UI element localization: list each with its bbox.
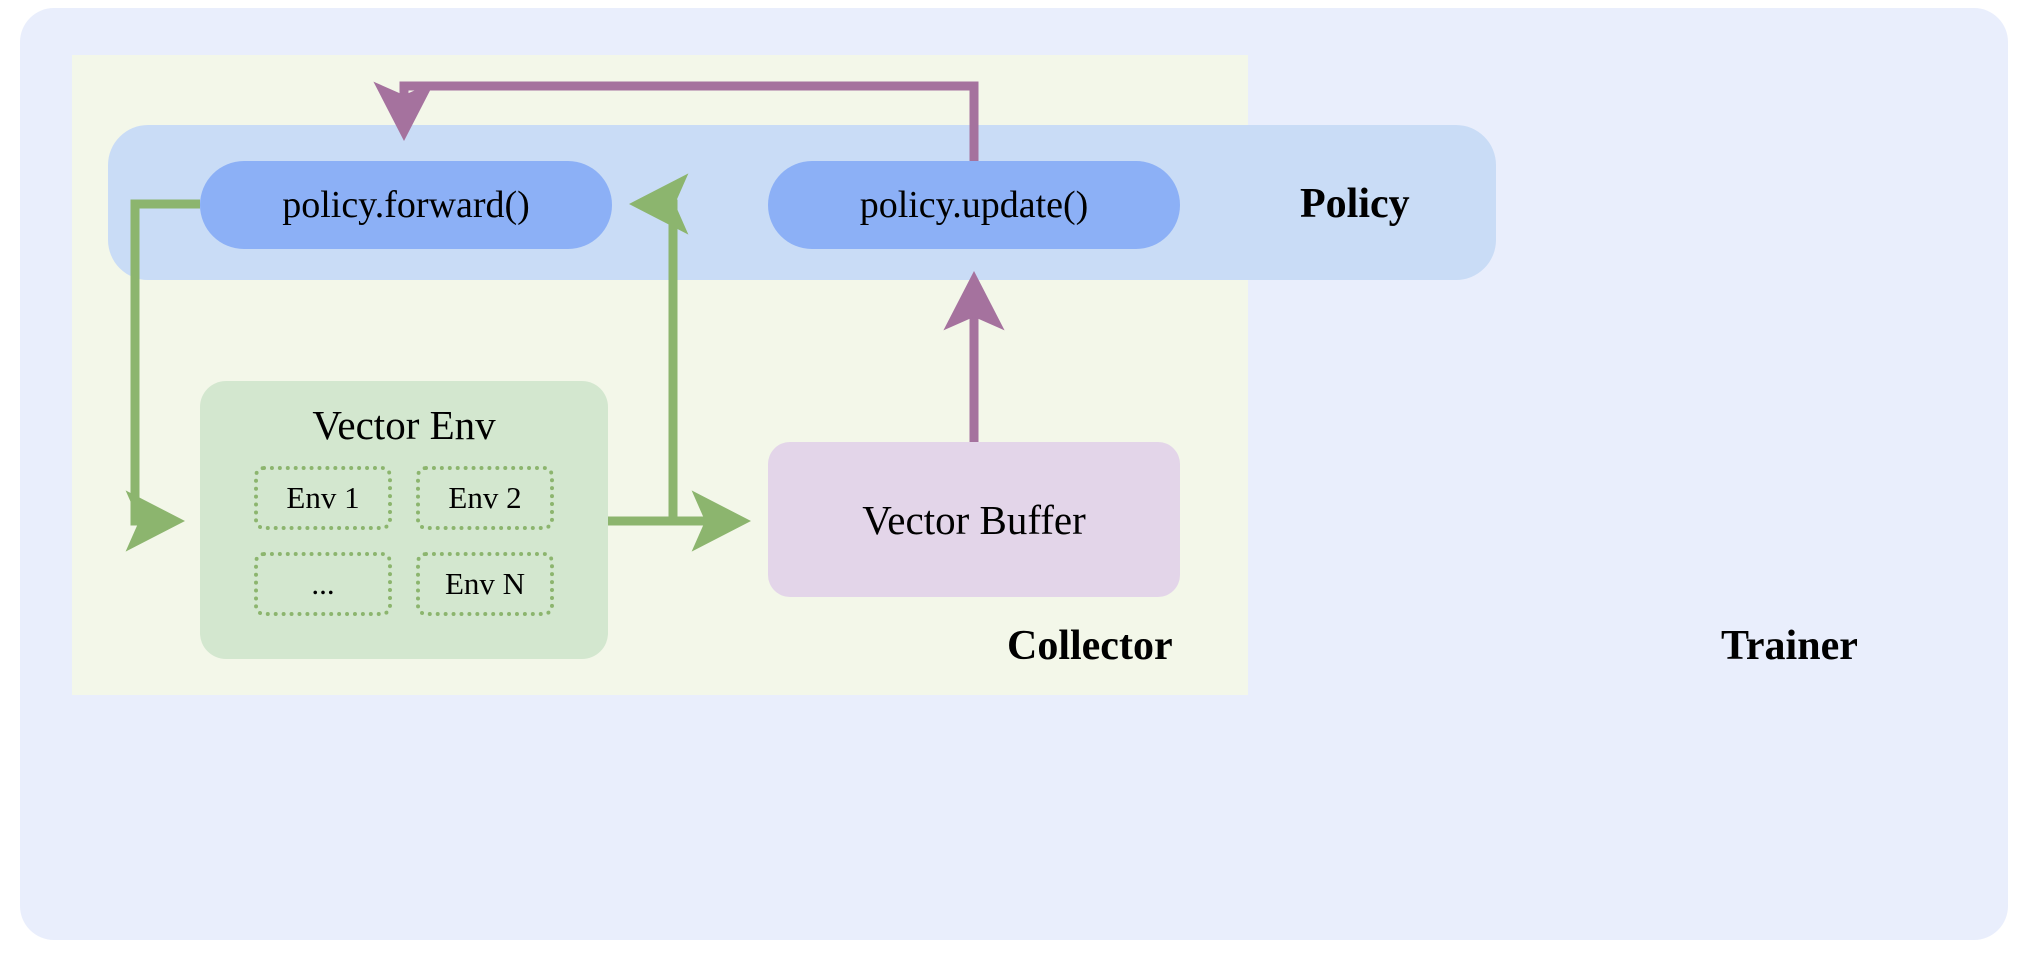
env-grid: Env 1 Env 2 ... Env N bbox=[254, 466, 554, 616]
env-cell-1: Env 1 bbox=[254, 466, 392, 530]
policy-group-label: Policy bbox=[1300, 181, 1410, 227]
vector-env-title: Vector Env bbox=[312, 402, 496, 448]
vector-buffer-node: Vector Buffer bbox=[768, 442, 1180, 597]
env-cell-2: Env 2 bbox=[416, 466, 554, 530]
env-cell-ellipsis: ... bbox=[254, 552, 392, 616]
policy-forward-node: policy.forward() bbox=[200, 161, 612, 249]
collector-group-label: Collector bbox=[1007, 623, 1173, 669]
vector-env-node: Vector Env Env 1 Env 2 ... Env N bbox=[200, 381, 608, 659]
trainer-group-label: Trainer bbox=[1721, 623, 1858, 669]
policy-update-node: policy.update() bbox=[768, 161, 1180, 249]
env-cell-n: Env N bbox=[416, 552, 554, 616]
